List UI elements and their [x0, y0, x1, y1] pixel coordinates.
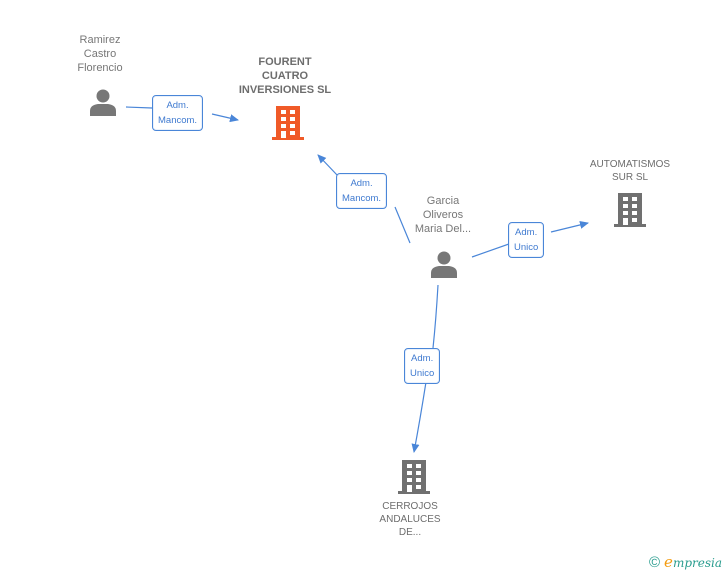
- person-icon[interactable]: [429, 249, 459, 279]
- building-icon[interactable]: [614, 193, 646, 227]
- copyright-icon: ©: [648, 553, 661, 571]
- relationship-label[interactable]: Adm. Mancom.: [152, 95, 204, 131]
- edge-ramirez-fourent: [125, 106, 238, 120]
- node-label-cerrojos: CERROJOS ANDALUCES DE...: [379, 501, 441, 538]
- relationship-label[interactable]: Adm. Unico: [404, 348, 441, 384]
- edge-garcia-cerrojos: [414, 284, 439, 452]
- node-label-garcia: Garcia Oliveros Maria Del...: [414, 195, 472, 235]
- node-label-automatismos: AUTOMATISMOS SUR SL: [589, 159, 671, 183]
- footer-brand: © empresia: [649, 553, 722, 571]
- edge-garcia-fourent: [318, 155, 411, 244]
- building-icon[interactable]: [398, 460, 430, 494]
- relationship-label[interactable]: Adm. Mancom.: [336, 173, 388, 209]
- relationship-label[interactable]: Adm. Unico: [508, 222, 545, 258]
- node-label-fourent: FOURENT CUATRO INVERSIONES SL: [238, 56, 332, 96]
- node-label-ramirez: Ramirez Castro Florencio: [77, 34, 123, 74]
- brand-logo[interactable]: empresia: [664, 553, 722, 571]
- building-icon[interactable]: [272, 106, 304, 140]
- person-icon[interactable]: [88, 87, 118, 117]
- edge-garcia-automatismos: [471, 223, 588, 258]
